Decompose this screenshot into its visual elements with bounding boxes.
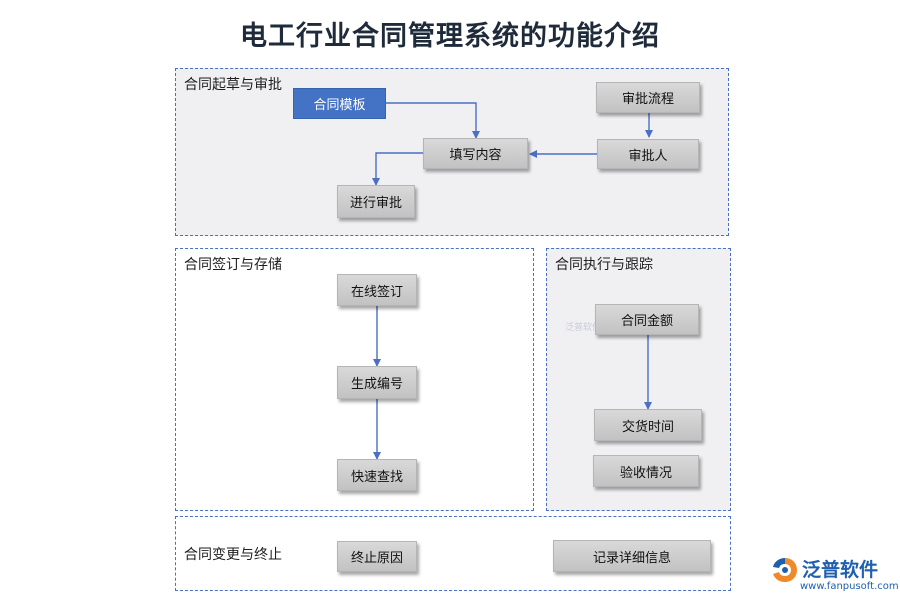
node-termination-reason: 终止原因 — [337, 541, 417, 572]
brand-url: www.fanpusoft.com — [800, 581, 899, 592]
arrow-fill-to-review — [372, 152, 423, 186]
node-quick-search: 快速查找 — [337, 459, 417, 491]
node-record-details: 记录详细信息 — [553, 540, 711, 572]
brand-name: 泛普软件 — [802, 559, 879, 581]
node-fill-content: 填写内容 — [423, 138, 528, 169]
section-sign-storage: 合同签订与存储 — [175, 248, 534, 511]
node-approval-flow: 审批流程 — [596, 82, 700, 113]
node-review: 进行审批 — [337, 185, 415, 218]
section-title-sign: 合同签订与存储 — [184, 257, 282, 273]
node-delivery-time: 交货时间 — [594, 409, 702, 441]
fanpu-logo-icon — [773, 558, 797, 582]
node-generate-number: 生成编号 — [337, 366, 417, 399]
node-contract-template: 合同模板 — [293, 88, 386, 119]
section-title-exec: 合同执行与跟踪 — [555, 257, 653, 273]
faint-watermark-text: 泛普软件 — [565, 323, 602, 333]
node-approver: 审批人 — [597, 139, 699, 169]
node-contract-amount: 合同金额 — [595, 304, 699, 335]
section-title-draft: 合同起草与审批 — [184, 77, 282, 93]
brand-logo: 泛普软件 www.fanpusoft.com — [768, 553, 899, 597]
section-title-change: 合同变更与终止 — [184, 547, 282, 563]
node-online-signing: 在线签订 — [337, 274, 417, 306]
node-acceptance: 验收情况 — [593, 455, 699, 487]
arrow-template-to-fill — [386, 102, 480, 139]
page-title: 电工行业合同管理系统的功能介绍 — [240, 21, 660, 52]
section-change-termination: 合同变更与终止 — [175, 516, 731, 591]
